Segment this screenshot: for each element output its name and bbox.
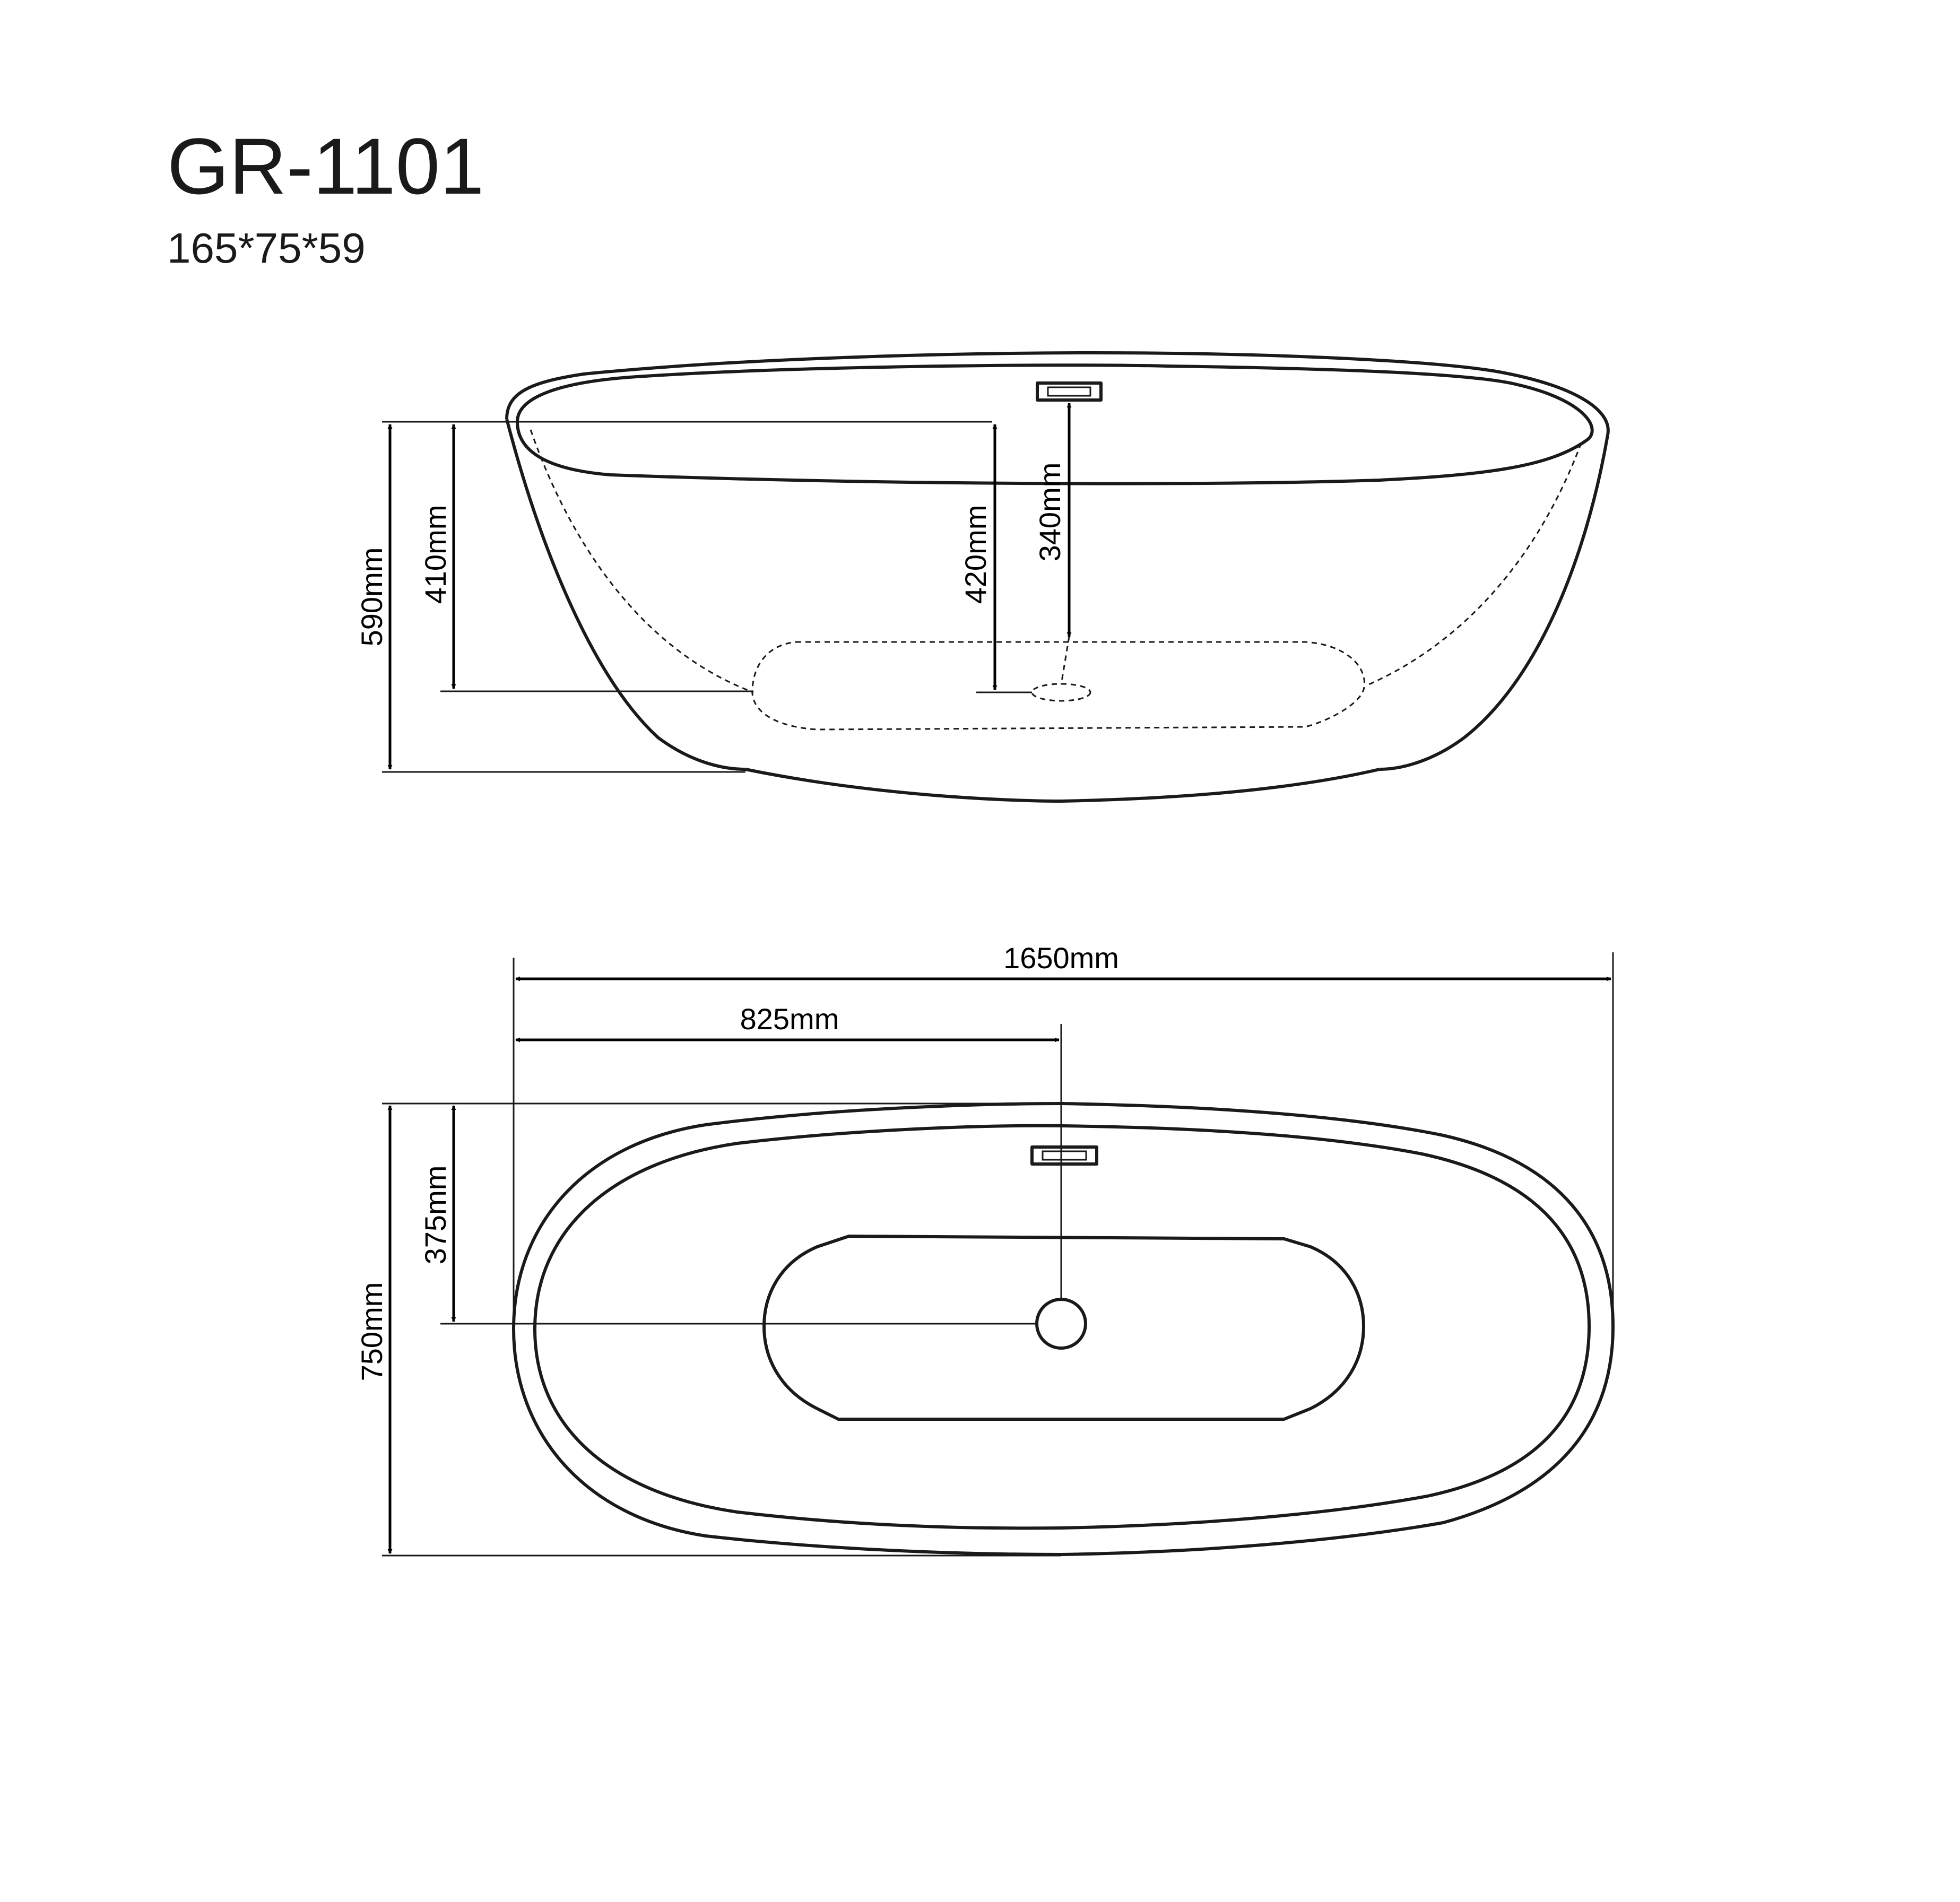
dim-label-750: 750mm bbox=[355, 1282, 388, 1382]
top-view: 1650mm 825mm 750mm 375mm bbox=[355, 941, 1615, 1557]
side-overflow-slot bbox=[1047, 386, 1091, 397]
top-overflow-plate bbox=[1030, 1145, 1098, 1166]
top-floor-well bbox=[762, 1235, 1365, 1421]
side-body-left bbox=[505, 419, 746, 771]
top-drain-icon bbox=[1035, 1298, 1087, 1350]
dim-label-590: 590mm bbox=[355, 548, 388, 647]
top-inner-outline bbox=[533, 1124, 1591, 1530]
side-drain-leader bbox=[1060, 636, 1070, 685]
size-subtitle: 165*75*59 bbox=[167, 224, 366, 272]
side-view: 590mm 410mm 420mm 340mm bbox=[355, 351, 1610, 803]
side-inner-rim bbox=[516, 363, 1594, 485]
model-title: GR-1101 bbox=[167, 121, 484, 211]
dim-label-825: 825mm bbox=[740, 1002, 839, 1036]
side-drain-hidden bbox=[1031, 683, 1091, 702]
side-inner-wall-right bbox=[1368, 442, 1582, 685]
dim-label-375: 375mm bbox=[419, 1166, 452, 1265]
dim-label-340: 340mm bbox=[1033, 463, 1066, 562]
side-outer-rim bbox=[505, 351, 1610, 436]
side-inner-wall-left bbox=[530, 429, 754, 693]
top-overflow-slot bbox=[1042, 1150, 1087, 1161]
dim-label-1650: 1650mm bbox=[1003, 941, 1119, 975]
dim-label-420: 420mm bbox=[959, 505, 992, 604]
side-base bbox=[745, 768, 1380, 803]
side-floor-outline bbox=[751, 641, 1365, 731]
side-overflow-plate bbox=[1036, 381, 1103, 402]
top-outer-outline bbox=[512, 1102, 1615, 1556]
side-body-right bbox=[1379, 435, 1609, 771]
dim-label-410: 410mm bbox=[419, 505, 452, 604]
